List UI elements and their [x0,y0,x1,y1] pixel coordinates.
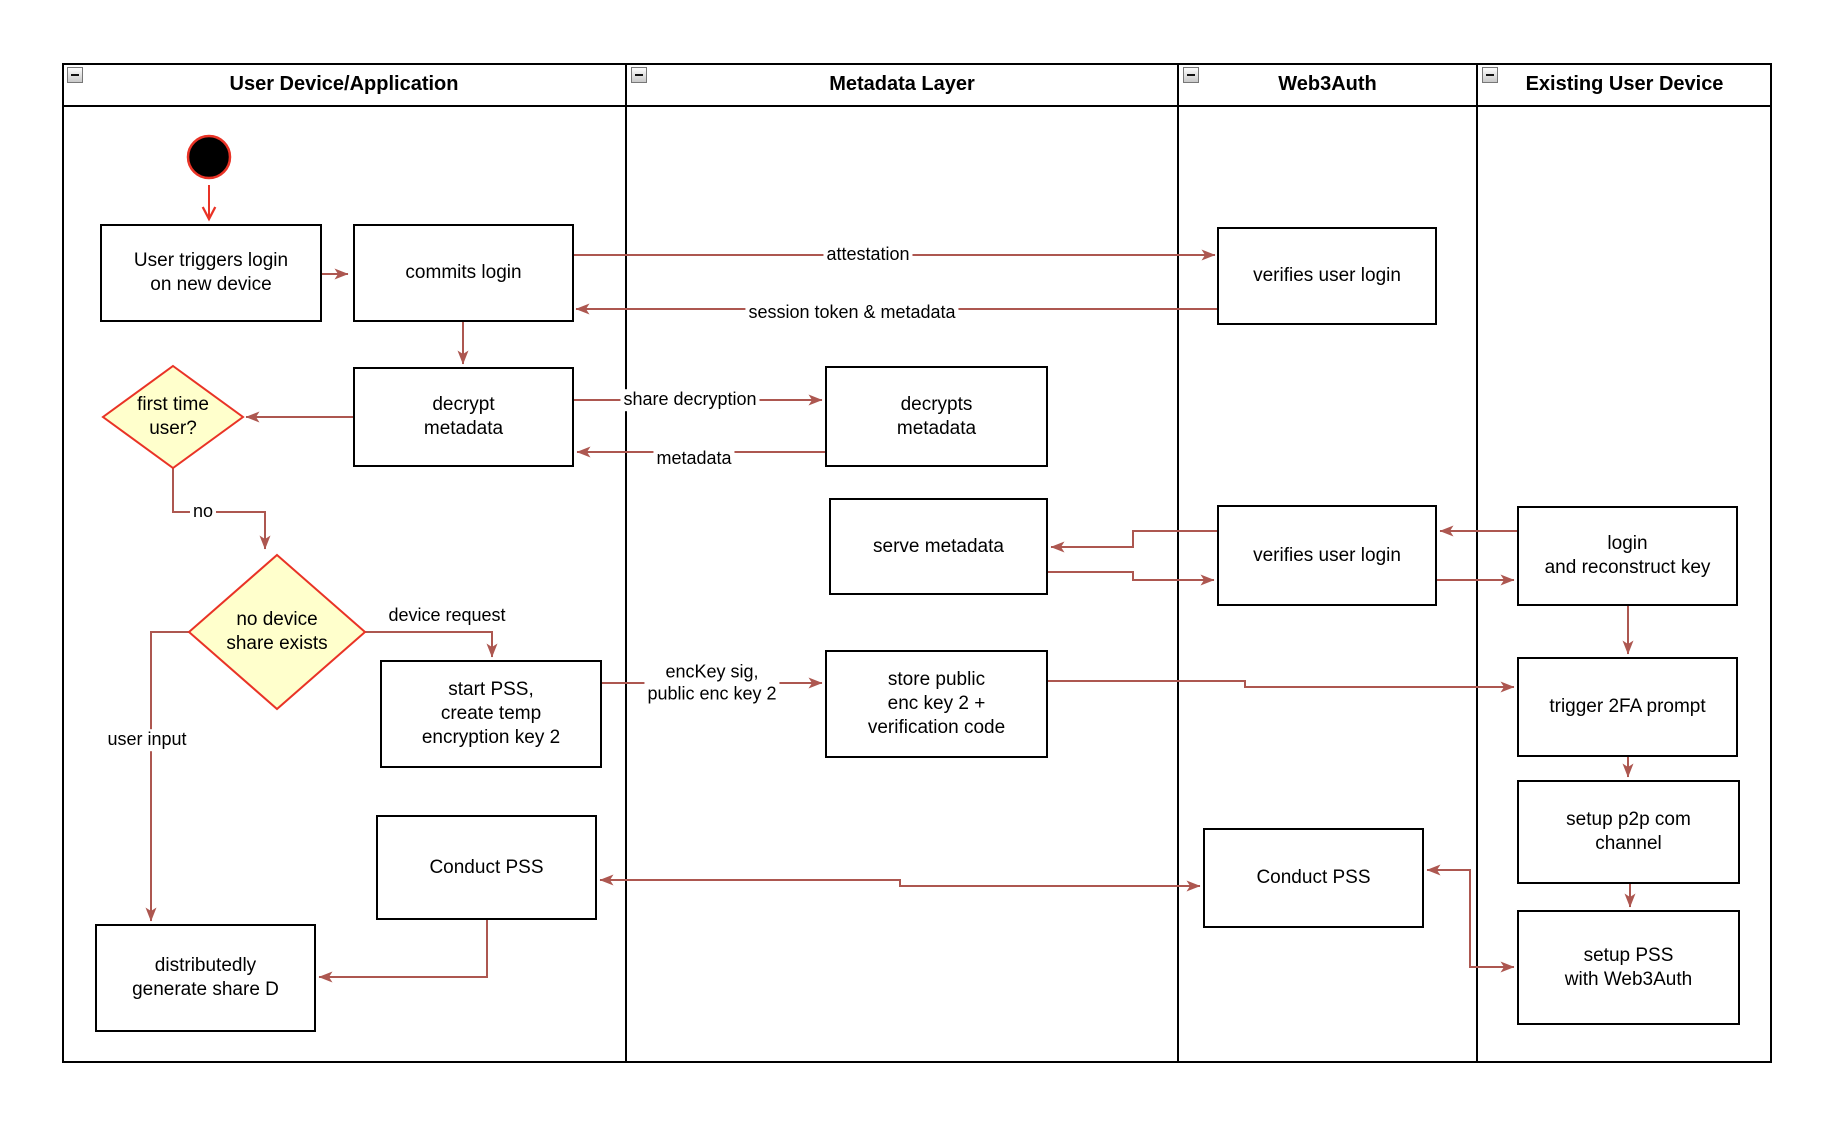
lane-header-separator [62,105,1772,107]
verifies-user-login-1-node[interactable]: verifies user login [1217,227,1437,325]
trigger-2fa-prompt-node[interactable]: trigger 2FA prompt [1517,657,1738,757]
conduct-pss-user-device-node[interactable]: Conduct PSS [376,815,597,920]
edge-user-input [145,631,189,922]
setup-p2p-com-channel-node[interactable]: setup p2p com channel [1517,780,1740,884]
lane-divider [625,63,627,1063]
setup-pss-with-web3auth-node[interactable]: setup PSS with Web3Auth [1517,910,1740,1025]
store-public-enc-key-node[interactable]: store public enc key 2 + verification co… [825,650,1048,758]
no-device-share-exists-decision[interactable] [187,553,367,711]
conduct-pss-web3auth-node[interactable]: Conduct PSS [1203,828,1424,928]
decrypts-metadata-node[interactable]: decrypts metadata [825,366,1048,467]
minus-glyph [1486,74,1494,76]
start-pss-create-temp-key-node[interactable]: start PSS, create temp encryption key 2 [380,660,602,768]
edge-device-request [365,631,498,658]
edge-setuppss-conductpss [1426,864,1515,973]
login-and-reconstruct-key-node[interactable]: login and reconstruct key [1517,506,1738,606]
edge-serve-to-verifies2 [1048,571,1215,586]
edge-verifies2-to-serve [1050,530,1217,553]
edge-store-to-2fa [1048,680,1515,693]
serve-metadata-node[interactable]: serve metadata [829,498,1048,595]
collapse-icon[interactable] [1482,67,1498,83]
minus-glyph [71,74,79,76]
edge-conductpss-link [599,874,1201,892]
edge-no-branch [172,468,271,550]
lane-divider [1177,63,1179,1063]
start-node[interactable] [186,134,232,180]
user-triggers-login-node[interactable]: User triggers login on new device [100,224,322,322]
commits-login-node[interactable]: commits login [353,224,574,322]
first-time-user-decision[interactable] [101,364,245,470]
decrypt-metadata-node[interactable]: decrypt metadata [353,367,574,467]
minus-glyph [1187,74,1195,76]
distributedly-generate-share-d-node[interactable]: distributedly generate share D [95,924,316,1032]
minus-glyph [635,74,643,76]
lane-divider [1476,63,1478,1063]
diagram-outer-border [62,63,1772,1063]
collapse-icon[interactable] [1183,67,1199,83]
verifies-user-login-2-node[interactable]: verifies user login [1217,505,1437,606]
edge-conductpss-to-share-d [318,920,488,983]
collapse-icon[interactable] [67,67,83,83]
collapse-icon[interactable] [631,67,647,83]
